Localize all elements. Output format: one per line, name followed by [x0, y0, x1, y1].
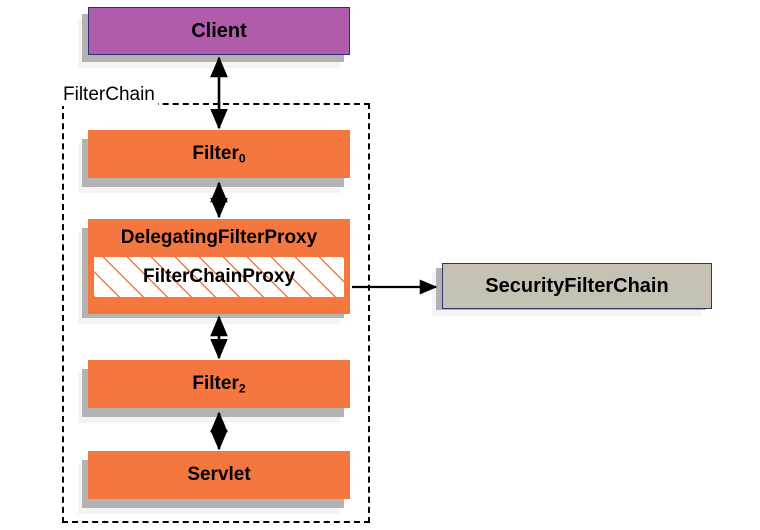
node-servlet-label: Servlet [187, 464, 251, 485]
node-delegating-filter-proxy-label: DelegatingFilterProxy [120, 227, 318, 248]
node-client-label: Client [191, 19, 247, 42]
node-filter2-base: Filter [192, 372, 239, 394]
node-servlet[interactable]: Servlet [88, 451, 350, 499]
node-filter0[interactable]: Filter0 [88, 130, 350, 178]
filter-chain-group-label: FilterChain [60, 84, 158, 106]
node-client[interactable]: Client [88, 7, 350, 55]
node-filter0-subscript: 0 [238, 151, 246, 166]
node-filter2-subscript: 2 [238, 381, 246, 396]
node-security-filter-chain-label: SecurityFilterChain [485, 274, 669, 297]
node-filter0-label: Filter0 [192, 143, 245, 165]
node-filter2[interactable]: Filter2 [88, 360, 350, 408]
node-filter0-base: Filter [192, 142, 239, 164]
node-delegating-filter-proxy[interactable]: DelegatingFilterProxy FilterChainProxy [88, 219, 350, 314]
node-filter-chain-proxy[interactable]: FilterChainProxy [93, 256, 345, 298]
node-security-filter-chain[interactable]: SecurityFilterChain [442, 263, 712, 309]
node-filter-chain-proxy-label: FilterChainProxy [142, 266, 296, 287]
node-filter2-label: Filter2 [192, 373, 245, 395]
